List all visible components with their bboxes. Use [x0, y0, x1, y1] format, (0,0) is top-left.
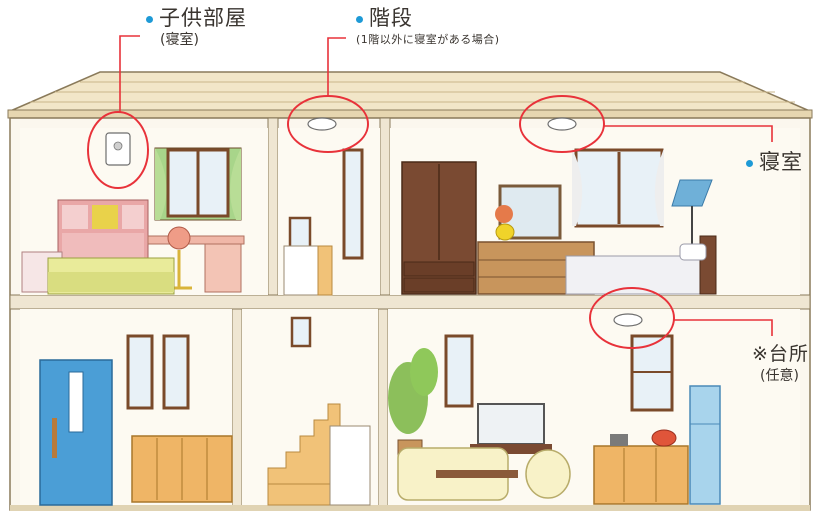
- bullet-dot: [356, 15, 363, 23]
- kids-room-sub: (寝室): [160, 32, 199, 49]
- roof: [7, 71, 813, 119]
- label-kitchen: ※台所 (任意): [752, 343, 809, 384]
- label-bedroom: 寝室: [746, 150, 803, 174]
- kids-room: [20, 128, 268, 295]
- stairs-smoke-detector: [307, 117, 337, 131]
- kids-room-title: 子供部屋: [159, 6, 247, 30]
- highlight-kids-room: [87, 111, 149, 189]
- kitchen-title: 台所: [768, 343, 809, 365]
- bullet-dot: [746, 159, 753, 167]
- stairs-sub: (1階以外に寝室がある場合): [356, 33, 500, 47]
- highlight-kitchen: [589, 287, 675, 349]
- callout-bedroom: [604, 125, 773, 142]
- stairs-title: 階段: [369, 6, 413, 30]
- kitchen-sub: (任意): [760, 367, 799, 384]
- stair-hall: [278, 117, 380, 296]
- living-kitchen: [388, 309, 800, 505]
- entrance: [20, 309, 233, 506]
- callout-lines: [119, 35, 773, 336]
- kitchen-mark: ※: [752, 343, 769, 365]
- label-kids-room: 子供部屋 (寝室): [146, 6, 247, 48]
- callout-kitchen: [674, 319, 773, 336]
- bedroom-smoke-detector: [547, 117, 577, 131]
- kitchen-smoke-detector: [613, 313, 643, 327]
- bedroom: [390, 117, 800, 295]
- label-stairs: 階段 (1階以外に寝室がある場合): [356, 6, 500, 47]
- bedroom-title: 寝室: [759, 150, 803, 174]
- bullet-dot: [146, 15, 153, 23]
- callout-kids-room: [119, 35, 140, 112]
- highlight-bedroom: [519, 95, 605, 153]
- callout-stairs: [327, 37, 346, 96]
- staircase: [242, 309, 378, 506]
